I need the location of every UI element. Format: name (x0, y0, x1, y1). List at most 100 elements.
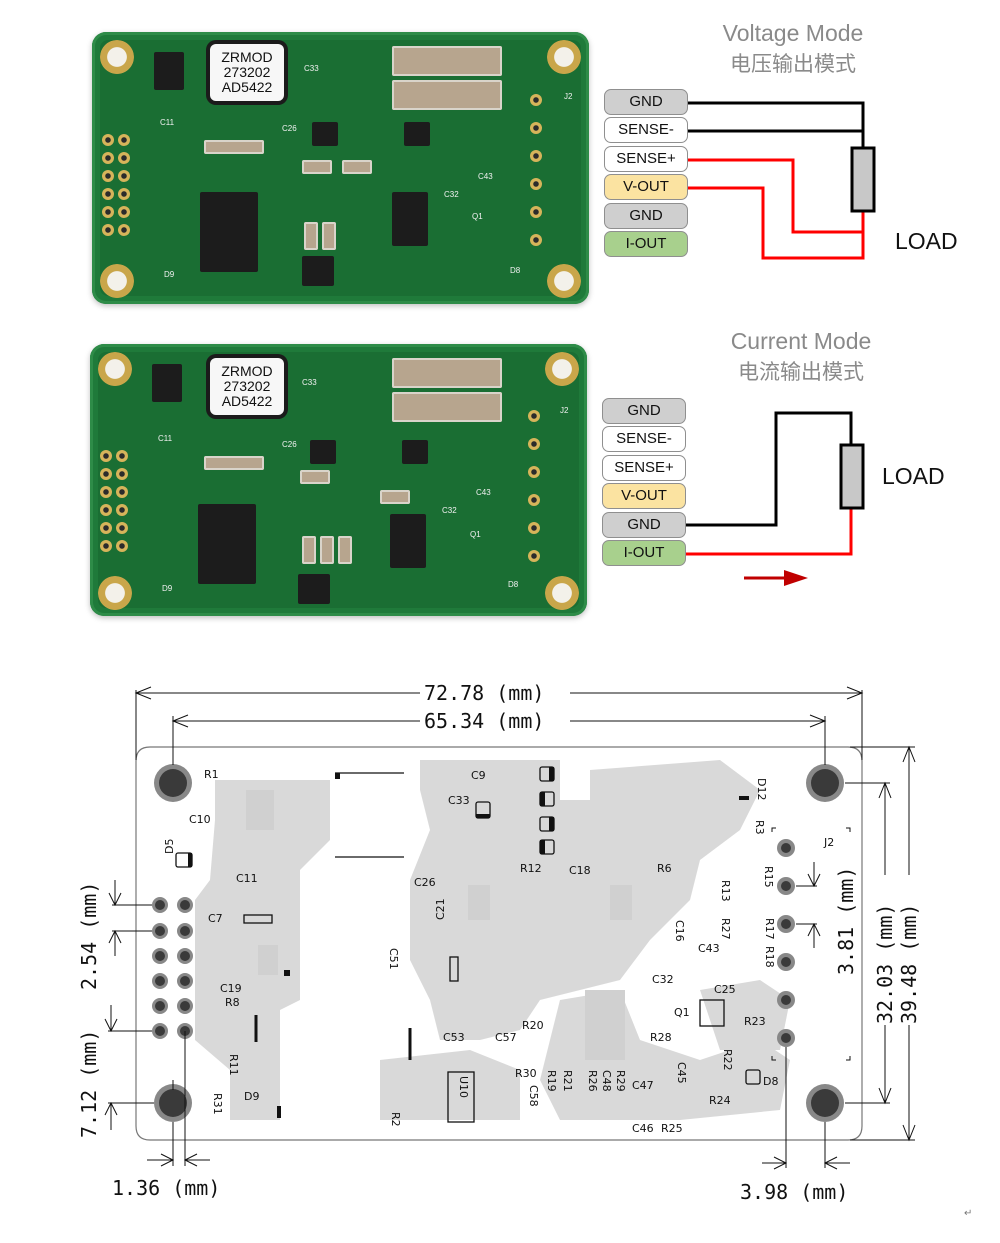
capacitor (204, 140, 264, 154)
header-pin (100, 504, 112, 516)
header-pin (116, 468, 128, 480)
ref-c51: C51 (387, 948, 400, 970)
silkscreen-label: C32 (442, 506, 457, 515)
pin-v-out: V-OUT (602, 483, 686, 509)
ref-c25: C25 (714, 983, 736, 996)
header-pin (116, 522, 128, 534)
j2-outline-corners (771, 827, 851, 1061)
ic-chip (302, 256, 334, 286)
header-pin (100, 450, 112, 462)
mounting-hole (545, 352, 579, 386)
ref-c46: C46 (632, 1122, 654, 1135)
dimension-hole-span-height (845, 781, 892, 1105)
ref-r24: R24 (709, 1094, 731, 1107)
ref-d9: D9 (244, 1090, 260, 1103)
ref-c57: C57 (495, 1031, 517, 1044)
wire-sense-plus (688, 158, 863, 234)
voltage-mode-title-cn: 电压输出模式 (730, 53, 856, 76)
load-resistor (850, 146, 876, 213)
header-pin (528, 438, 540, 450)
module-label-line: 273202 (223, 378, 271, 394)
ref-r27: R27 (719, 918, 732, 940)
ic-isolator (200, 192, 258, 272)
ref-r18: R18 (763, 946, 776, 968)
current-mode-title: Current Mode (730, 328, 872, 354)
header-pin (116, 486, 128, 498)
ref-c32: C32 (652, 973, 674, 986)
ref-r20: R20 (522, 1019, 544, 1032)
dimension-hole-span-width (171, 714, 827, 765)
header-pin (530, 178, 542, 190)
module-label: ZRMOD 273202 AD5422 (210, 358, 284, 415)
mounting-hole (806, 1084, 844, 1122)
mounting-hole (545, 576, 579, 610)
header-pin (116, 504, 128, 516)
pin-sense-plus: SENSE+ (602, 455, 686, 481)
dim-overall-width: 72.78 (mm) (424, 681, 545, 705)
pin-sense-minus: SENSE- (602, 426, 686, 452)
capacitor (300, 470, 330, 484)
silkscreen-label: C33 (304, 64, 319, 73)
silkscreen-label: J2 (564, 92, 573, 101)
ic-chip (298, 574, 330, 604)
dimension-left-pitch (108, 880, 152, 956)
silkscreen-label: C33 (302, 378, 317, 387)
capacitor (302, 160, 332, 174)
ref-r21: R21 (561, 1070, 574, 1092)
ref-c16: C16 (673, 920, 686, 942)
pcb-photo-current-mode: ZRMOD 273202 AD5422 J2 C33 C11 C26 C32 C… (90, 344, 587, 616)
load-label: LOAD (895, 228, 958, 254)
pin-sense-minus: SENSE- (604, 117, 688, 143)
mounting-hole (547, 264, 581, 298)
header-pin (530, 122, 542, 134)
pin-gnd: GND (604, 89, 688, 115)
mounting-hole (154, 764, 192, 802)
wire-v-out (688, 186, 865, 260)
module-label-line: ZRMOD (221, 363, 273, 379)
dimension-overall-width (134, 686, 864, 760)
ic-chip (154, 52, 184, 90)
ref-c9: C9 (471, 769, 486, 782)
header-pin (528, 466, 540, 478)
header-pin (118, 170, 130, 182)
capacitor (342, 160, 372, 174)
dim-hole-to-pin: 7.12 (mm) (77, 1029, 101, 1138)
ref-c21: C21 (434, 898, 447, 920)
ref-d12: D12 (755, 778, 768, 801)
ref-r26: R26 (586, 1070, 599, 1092)
current-direction-arrow-icon (744, 570, 808, 586)
header-pin (100, 486, 112, 498)
mounting-hole (100, 264, 134, 298)
silkscreen-label: J2 (560, 406, 569, 415)
ref-r6: R6 (657, 862, 672, 875)
capacitor-bank (392, 392, 502, 422)
ic-ad5422 (390, 514, 426, 568)
pin-gnd-2: GND (602, 512, 686, 538)
pin-gnd: GND (602, 398, 686, 424)
ref-c53: C53 (443, 1031, 465, 1044)
wire-gnd (688, 101, 865, 148)
ref-d8: D8 (763, 1075, 779, 1088)
dim-j2-pitch: 3.81 (mm) (834, 866, 858, 975)
mounting-hole (547, 40, 581, 74)
silkscreen-label: D8 (508, 580, 519, 589)
header-pin (102, 224, 114, 236)
dim-overall-height: 39.48 (mm) (897, 903, 921, 1024)
dimension-hole-offset (147, 1031, 210, 1167)
capacitor (304, 222, 318, 250)
silkscreen-label: C26 (282, 440, 297, 449)
ref-c19: C19 (220, 982, 242, 995)
voltage-mode-wiring (688, 101, 876, 260)
header-pin (102, 188, 114, 200)
module-label-line: ZRMOD (221, 49, 273, 65)
header-pin (116, 540, 128, 552)
j2-header-pins (777, 839, 795, 1047)
ref-r11: R11 (227, 1054, 240, 1076)
ref-c10: C10 (189, 813, 211, 826)
wire-i-out (686, 508, 853, 556)
ref-r22: R22 (721, 1049, 734, 1071)
dim-left-pitch: 2.54 (mm) (77, 881, 101, 990)
silkscreen-label: C26 (282, 124, 297, 133)
current-mode-title-cn: 电流输出模式 (738, 361, 864, 384)
return-mark: ↵ (964, 1208, 973, 1219)
